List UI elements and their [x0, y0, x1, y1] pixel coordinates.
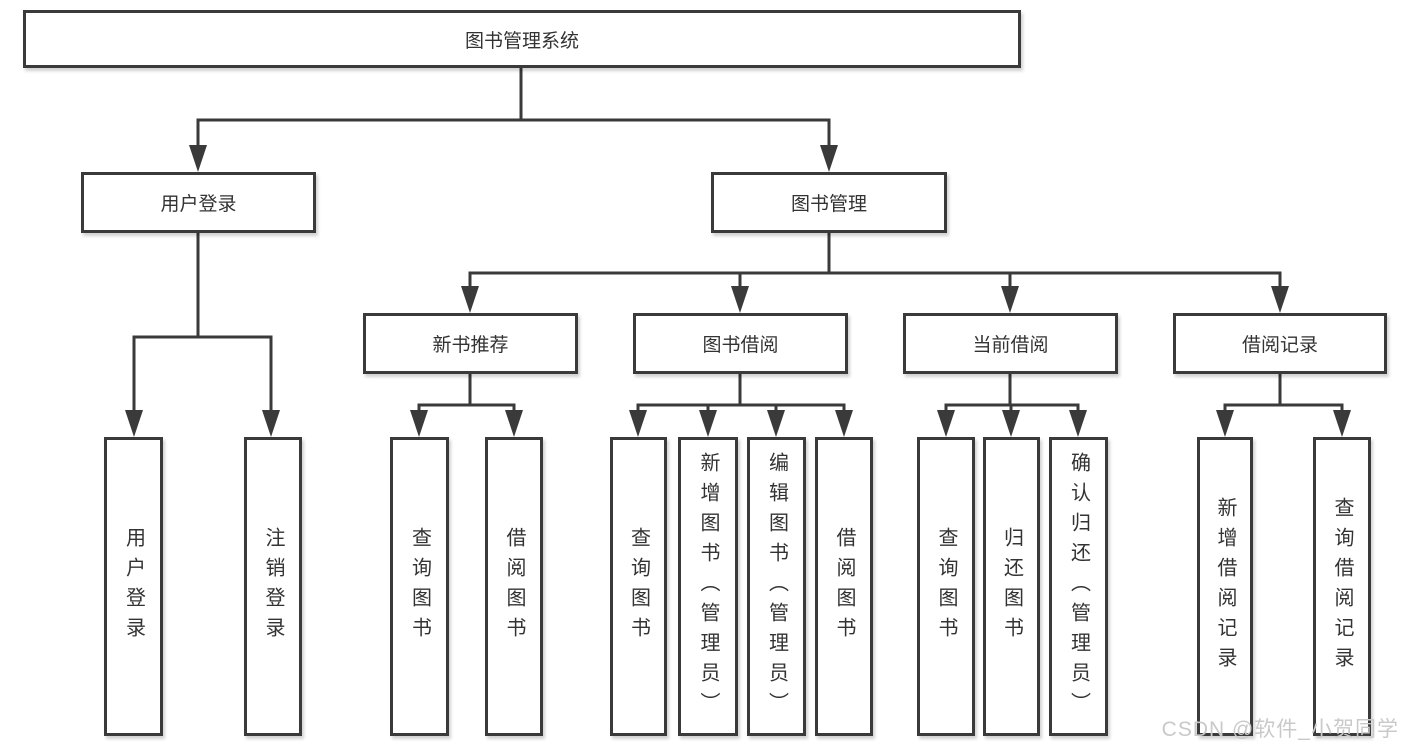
leaf-edit-book-admin: 编辑图书（管理员） [747, 437, 806, 736]
node-user-login: 用户登录 [81, 172, 316, 233]
node-book-management: 图书管理 [711, 172, 947, 233]
node-label: 当前借阅 [972, 335, 1049, 356]
node-borrow-records: 借阅记录 [1173, 313, 1387, 374]
edge-bookmgmt-to-level3 [461, 233, 1289, 313]
node-current-borrow: 当前借阅 [903, 313, 1118, 374]
edge-newbook-to-leaves [410, 373, 523, 437]
node-label: 查询图书 [627, 526, 650, 647]
edge-borrowrecord-to-leaves [1216, 373, 1351, 437]
node-system-root: 图书管理系统 [23, 10, 1021, 68]
node-label: 图书管理系统 [464, 30, 579, 52]
leaf-borrow-book-recommend: 借阅图书 [485, 437, 543, 736]
leaf-query-borrow-record: 查询借阅记录 [1313, 437, 1371, 736]
edge-root-to-level2 [189, 68, 838, 172]
node-label: 注销登录 [262, 526, 284, 647]
edge-userlogin-to-leaves [125, 233, 280, 437]
leaf-query-book-recommend: 查询图书 [390, 437, 449, 736]
node-label: 借阅图书 [833, 526, 855, 647]
leaf-add-book-admin: 新增图书（管理员） [678, 437, 738, 736]
leaf-logout: 注销登录 [244, 437, 302, 736]
node-label: 借阅记录 [1241, 335, 1318, 356]
node-label: 查询借阅记录 [1331, 496, 1353, 677]
leaf-query-book-borrow: 查询图书 [610, 437, 667, 736]
edge-currentborrow-to-leaves [937, 373, 1087, 437]
node-label: 确认归还（管理员） [1067, 451, 1090, 722]
node-label: 用户登录 [122, 526, 145, 647]
node-label: 新增借阅记录 [1214, 496, 1236, 677]
node-label: 新书推荐 [432, 335, 509, 356]
leaf-borrow-book: 借阅图书 [815, 437, 873, 736]
node-label: 图书管理 [790, 194, 867, 215]
node-book-borrow: 图书借阅 [633, 313, 848, 374]
leaf-query-book-current: 查询图书 [917, 437, 975, 736]
node-label: 编辑图书（管理员） [765, 451, 788, 722]
edge-bookborrow-to-leaves [629, 373, 853, 437]
node-label: 归还图书 [1000, 526, 1023, 647]
csdn-watermark: CSDN @软件_小贺同学 [1161, 718, 1399, 741]
node-label: 新增图书（管理员） [697, 451, 719, 722]
leaf-user-login: 用户登录 [104, 437, 163, 736]
leaf-return-book: 归还图书 [983, 437, 1040, 736]
node-label: 查询图书 [935, 526, 957, 647]
leaf-add-borrow-record: 新增借阅记录 [1197, 437, 1253, 736]
node-label: 图书借阅 [702, 335, 779, 356]
node-label: 借阅图书 [503, 526, 525, 647]
node-label: 查询图书 [408, 526, 431, 647]
leaf-confirm-return-admin: 确认归还（管理员） [1049, 437, 1108, 736]
node-label: 用户登录 [160, 194, 237, 215]
node-new-book-recommend: 新书推荐 [363, 313, 578, 374]
